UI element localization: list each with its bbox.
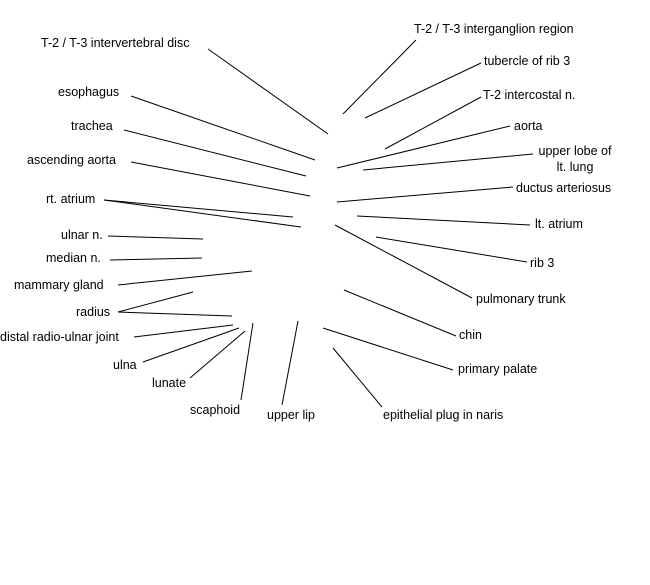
label-primary-palate: primary palate <box>458 362 538 376</box>
leader-line-esophagus <box>130 95 316 161</box>
leader-line-pulmonary-trunk <box>334 224 473 299</box>
leader-line-median-n <box>109 257 203 261</box>
label-t2-t3-intervertebral-disc: T-2 / T-3 intervertebral disc <box>41 36 190 50</box>
label-upper-lobe-line1: upper lobe of <box>538 144 612 158</box>
leader-line-trachea <box>123 129 307 177</box>
leader-line-mammary-gland <box>117 270 253 286</box>
label-pulmonary-trunk: pulmonary trunk <box>476 292 566 306</box>
label-ulnar-n: ulnar n. <box>61 228 103 242</box>
leader-line-interganglion <box>342 39 417 115</box>
label-distal-radio-ulnar-joint: distal radio-ulnar joint <box>0 330 119 344</box>
label-esophagus: esophagus <box>58 85 120 99</box>
label-aorta: aorta <box>514 119 543 133</box>
leader-line-upper-lip <box>281 320 299 406</box>
leader-line-aorta <box>336 125 511 169</box>
leader-line-rt-atrium-2 <box>103 199 302 228</box>
label-trachea: trachea <box>71 119 113 133</box>
leader-line-tubercle-rib3 <box>364 62 482 119</box>
leader-line-intervertebral-disc <box>207 48 329 135</box>
leader-line-primary-palate <box>322 327 454 371</box>
label-t2-t3-interganglion-region: T-2 / T-3 interganglion region <box>414 22 574 36</box>
leader-line-t2-intercostal <box>384 96 482 150</box>
leader-line-rt-atrium-1 <box>103 199 294 218</box>
leader-line-radius-1 <box>117 291 194 313</box>
label-upper-lip: upper lip <box>267 408 315 422</box>
label-rib-3: rib 3 <box>530 256 555 270</box>
leader-line-ulnar-n <box>107 235 204 240</box>
label-radius: radius <box>76 305 111 319</box>
leader-line-chin <box>343 289 457 337</box>
leader-line-ulna <box>142 327 240 363</box>
label-ductus-arteriosus: ductus arteriosus <box>516 181 612 195</box>
label-upper-lobe-line2: lt. lung <box>556 160 594 174</box>
leader-line-distal-radio-ulnar <box>133 324 234 338</box>
label-mammary-gland: mammary gland <box>14 278 104 292</box>
label-tubercle-of-rib-3: tubercle of rib 3 <box>484 54 571 68</box>
leader-line-radius-2 <box>117 311 233 317</box>
label-scaphoid: scaphoid <box>190 403 241 417</box>
label-median-n: median n. <box>46 251 101 265</box>
label-lunate: lunate <box>152 376 187 390</box>
leader-line-upper-lobe <box>362 153 534 171</box>
leader-line-scaphoid <box>240 322 254 401</box>
leader-line-ascending-aorta <box>130 161 311 197</box>
label-t2-intercostal-n: T-2 intercostal n. <box>483 88 576 102</box>
leader-line-epithelial-plug <box>332 347 383 408</box>
leader-line-ductus <box>336 186 514 203</box>
leader-line-lt-atrium <box>356 215 531 226</box>
label-rt-atrium: rt. atrium <box>46 192 96 206</box>
label-ulna: ulna <box>113 358 137 372</box>
label-epithelial-plug-in-naris: epithelial plug in naris <box>383 408 504 422</box>
label-ascending-aorta: ascending aorta <box>27 153 116 167</box>
leader-line-rib3 <box>375 236 528 263</box>
label-upper-lobe-of-lt-lung: upper lobe of lt. lung <box>530 144 620 174</box>
label-lt-atrium: lt. atrium <box>535 217 583 231</box>
leader-line-lunate <box>189 330 246 379</box>
label-chin: chin <box>459 328 482 342</box>
